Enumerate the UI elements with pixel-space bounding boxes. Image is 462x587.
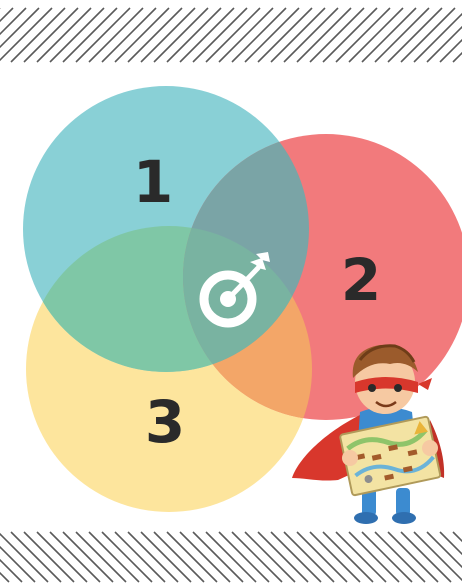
stripe-line (0, 571, 10, 583)
stripe-line (257, 531, 309, 583)
stripe-line (88, 7, 144, 63)
stripe-line (75, 531, 127, 583)
stripe-line (153, 7, 209, 63)
stripe-line (413, 531, 462, 582)
stripe-line (257, 7, 313, 63)
stripe-line (0, 532, 49, 583)
stripe-line (62, 531, 114, 583)
stripe-line (192, 531, 244, 583)
stripe-line (348, 7, 404, 63)
stripe-line (361, 7, 417, 63)
stripe-line (426, 25, 462, 63)
stripe-line (270, 7, 326, 63)
stripe-line (23, 7, 79, 63)
stripe-line (270, 531, 322, 583)
stripe-line (179, 7, 235, 63)
stripe-line (218, 531, 270, 583)
stripe-line (75, 7, 131, 63)
stripe-line (23, 531, 75, 583)
stripe-line (374, 531, 426, 583)
stripe-line (153, 531, 205, 583)
stripe-line (166, 7, 222, 63)
stripe-line (36, 7, 92, 63)
stripe-line (361, 531, 413, 583)
venn-circles (23, 86, 462, 512)
stripe-line (101, 7, 157, 63)
stripe-line (0, 7, 53, 62)
circle-1-label: 1 (133, 148, 173, 216)
stripe-line (296, 7, 352, 63)
stripe-line (140, 531, 192, 583)
target-icon (199, 252, 270, 328)
circle-2-label: 2 (341, 246, 381, 314)
stripe-line (114, 7, 170, 63)
stripe-line (400, 7, 456, 63)
stripe-line (0, 7, 14, 23)
stripe-line (231, 531, 283, 583)
stripe-line (387, 7, 443, 63)
stripe-line (335, 531, 387, 583)
circle-3-label: 3 (145, 388, 185, 456)
stripe-line (205, 531, 257, 583)
stripe-line (166, 531, 218, 583)
stripe-line (127, 531, 179, 583)
stripe-line (88, 531, 140, 583)
stripe-line (452, 531, 462, 543)
stripe-line (127, 7, 183, 63)
stripe-line (140, 7, 196, 63)
stripe-line (49, 531, 101, 583)
stripe-line (322, 531, 374, 583)
stripe-line (244, 7, 300, 63)
stripe-line (218, 7, 274, 63)
superhero-kid-illustration (292, 344, 445, 524)
stripe-line (439, 38, 462, 63)
stripe-line (0, 558, 23, 583)
stripe-line (10, 531, 62, 583)
stripe-line (322, 7, 378, 63)
stripe-line (439, 531, 462, 556)
stripe-line (244, 531, 296, 583)
stripe-line (374, 7, 430, 63)
stripes-bottom-decoration (0, 531, 462, 583)
stripe-line (205, 7, 261, 63)
stripe-line (179, 531, 231, 583)
stripe-line (101, 531, 153, 583)
stripe-line (348, 531, 400, 583)
stripe-line (387, 531, 439, 583)
stripe-line (49, 7, 105, 63)
stripe-line (296, 531, 348, 583)
stripe-line (0, 7, 27, 36)
stripe-line (0, 7, 40, 49)
overlap-center (183, 226, 309, 372)
stripe-line (309, 531, 361, 583)
stripe-line (413, 12, 462, 63)
stripe-line (283, 531, 335, 583)
stripe-line (309, 7, 365, 63)
stripe-line (335, 7, 391, 63)
stripe-line (0, 545, 36, 583)
stripe-line (10, 7, 66, 63)
stripe-line (36, 531, 88, 583)
stripe-line (231, 7, 287, 63)
stripe-line (62, 7, 118, 63)
stripe-line (400, 531, 452, 583)
stripes-top-decoration (0, 7, 462, 63)
stripe-line (114, 531, 166, 583)
stripe-line (426, 531, 462, 569)
stripe-line (283, 7, 339, 63)
stripe-line (192, 7, 248, 63)
